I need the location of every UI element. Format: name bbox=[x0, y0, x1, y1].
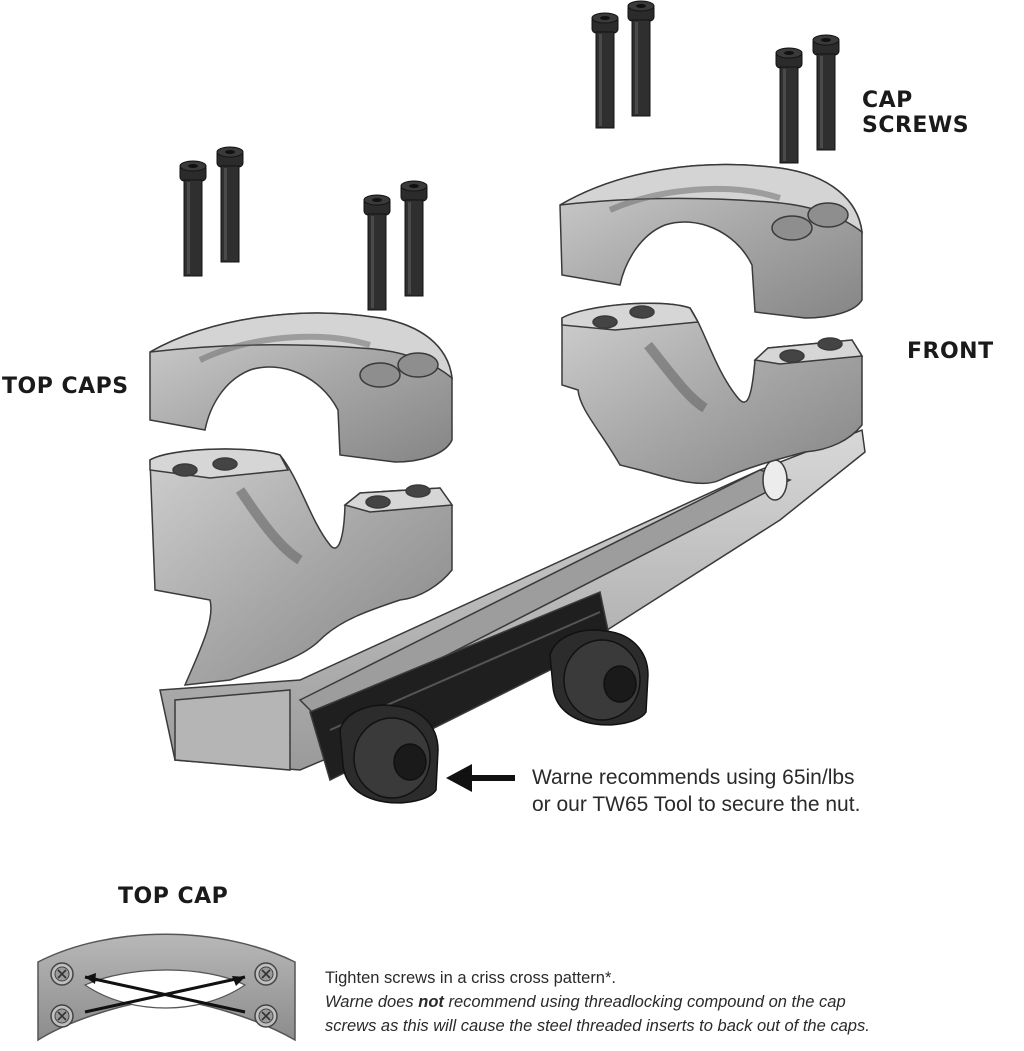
cap-screw-note: Tighten screws in a criss cross pattern*… bbox=[325, 966, 1015, 1038]
clamp-nut-rear bbox=[549, 629, 649, 726]
mount-base bbox=[159, 428, 866, 782]
ring-base-right bbox=[561, 302, 864, 485]
cap-screws-left bbox=[179, 146, 428, 311]
cap-screws-label: CAP SCREWS bbox=[862, 88, 970, 138]
arrow-left-icon bbox=[446, 764, 515, 792]
clamp-nut-front bbox=[339, 704, 439, 804]
top-cap-left bbox=[149, 312, 453, 463]
top-cap-label: TOP CAP bbox=[118, 884, 229, 909]
ring-base-left bbox=[149, 448, 454, 686]
top-cap-detail-illustration bbox=[37, 933, 296, 1042]
cap-note-warn-post: recommend using threadlocking compound o… bbox=[443, 993, 846, 1011]
cap-screws-right bbox=[591, 0, 840, 164]
cap-note-warning-line: Warne does not recommend using threadloc… bbox=[325, 990, 1015, 1014]
nut-note-line-1: Warne recommends using 65in/lbs bbox=[532, 766, 855, 789]
cap-note-warn-pre: Warne does bbox=[325, 993, 419, 1011]
nut-torque-note: Warne recommends using 65in/lbs or our T… bbox=[532, 764, 952, 818]
top-caps-label: TOP CAPS bbox=[2, 374, 129, 399]
cap-note-warn-bold: not bbox=[418, 993, 444, 1011]
nut-note-line-2: or our TW65 Tool to secure the nut. bbox=[532, 793, 861, 816]
cap-note-line-1: Tighten screws in a criss cross pattern*… bbox=[325, 969, 616, 987]
cap-note-line-3: screws as this will cause the steel thre… bbox=[325, 1017, 870, 1035]
front-label: FRONT bbox=[907, 339, 994, 364]
top-cap-right bbox=[559, 163, 863, 319]
